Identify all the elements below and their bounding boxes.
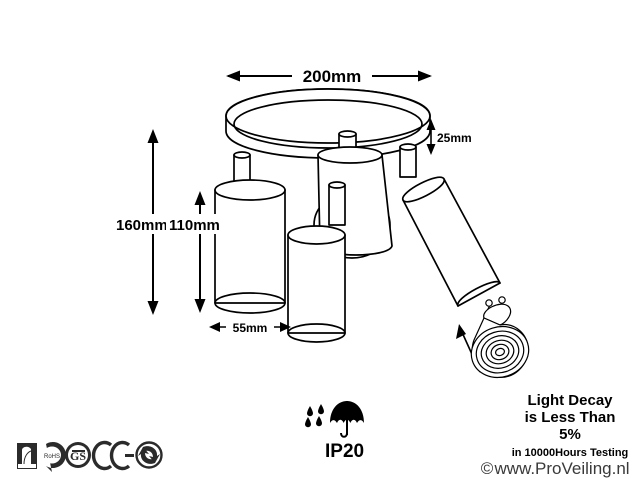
spotlight-front [287, 181, 346, 343]
light-decay-line-1: Light Decay [527, 392, 613, 409]
watermark: © www.ProVeiling.nl [481, 459, 630, 478]
dimension-label-160mm: 160mm [116, 217, 168, 234]
ceiling-plate [225, 88, 431, 159]
dimension-label-110mm: 110mm [169, 217, 220, 234]
ce-icon [91, 440, 134, 471]
umbrella-rain-icon [305, 401, 364, 438]
svg-text:GS: GS [70, 449, 86, 463]
spotlight-right [399, 143, 501, 307]
light-decay-line-2: is Less Than [525, 409, 616, 426]
gu10-bulb-icon [470, 296, 530, 379]
light-decay-test-note: in 10000Hours Testing [512, 447, 629, 459]
gu10-bulb-callout [456, 296, 530, 379]
dimension-label-55mm: 55mm [233, 321, 268, 335]
ip-rating-group: IP20 [305, 401, 364, 462]
gs-icon: GS [65, 442, 91, 468]
svg-text:RoHS: RoHS [44, 454, 60, 460]
green-dot-icon [135, 441, 163, 469]
dimension-spot-length: 110mm [166, 191, 242, 313]
ip-rating-label: IP20 [325, 441, 364, 462]
certification-marks: RoHS GS [17, 440, 163, 472]
dimension-plate-diameter: 200mm [226, 64, 432, 86]
environment-recycle-icon [17, 443, 37, 469]
light-decay-percent: 5% [559, 426, 581, 443]
dimension-label-25mm: 25mm [437, 131, 472, 145]
dimension-spot-diameter: 55mm [209, 317, 291, 336]
spotlight-left [214, 151, 286, 314]
watermark-site: www.ProVeiling.nl [493, 459, 629, 478]
dimension-plate-thickness: 25mm [426, 119, 472, 155]
copyright-symbol: © [481, 459, 494, 478]
rohs-icon: RoHS [43, 442, 66, 472]
light-decay-block: Light Decay is Less Than 5% in 10000Hour… [512, 392, 629, 459]
dimension-label-200mm: 200mm [303, 67, 362, 86]
